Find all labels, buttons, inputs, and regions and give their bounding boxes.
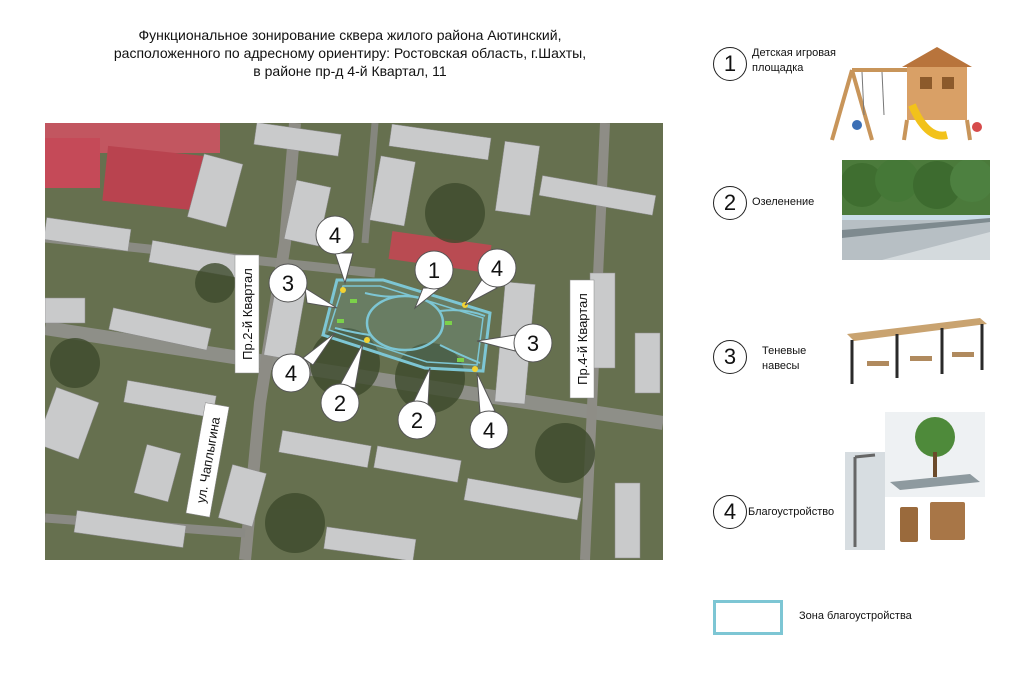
road bbox=[361, 123, 379, 244]
legend-number-2: 2 bbox=[713, 186, 747, 220]
title-line-2: расположенного по адресному ориентиру: Р… bbox=[113, 45, 587, 61]
legend-label-line: площадка bbox=[752, 62, 804, 74]
legend-number-1: 1 bbox=[713, 47, 747, 81]
building bbox=[108, 307, 212, 351]
marker-label: 1 bbox=[428, 258, 440, 283]
marker-label: 3 bbox=[527, 331, 539, 356]
marker-label: 4 bbox=[329, 223, 341, 248]
building bbox=[373, 445, 462, 483]
tree-cluster bbox=[50, 338, 100, 388]
street-label-chaplygina: ул. Чаплыгина bbox=[185, 402, 230, 518]
street-name: Пр.2-й Квартал bbox=[240, 268, 255, 360]
street-name: Пр.4-й Квартал bbox=[575, 293, 590, 385]
building bbox=[187, 153, 244, 228]
legend-number-4: 4 bbox=[713, 495, 747, 529]
bench bbox=[457, 358, 464, 362]
central-circle bbox=[365, 294, 445, 352]
tree-cluster bbox=[195, 263, 235, 303]
satellite-map[interactable]: 1 4 4 3 3 bbox=[45, 123, 663, 560]
path bbox=[439, 309, 486, 317]
tree-cluster bbox=[395, 343, 465, 413]
building bbox=[45, 386, 100, 460]
marker-label: 2 bbox=[411, 408, 423, 433]
bench bbox=[337, 319, 344, 323]
building bbox=[278, 430, 372, 468]
marker-label: 4 bbox=[483, 418, 495, 443]
marker-2-bottom-mid: 2 bbox=[397, 367, 437, 440]
legend-label-line: навесы bbox=[762, 360, 800, 372]
callout-markers: 1 4 4 3 3 bbox=[268, 215, 553, 450]
map-title: Функциональное зонирование сквера жилого… bbox=[40, 26, 660, 80]
legend-label-line: Благоустройство bbox=[748, 506, 835, 518]
legend-number-3: 3 bbox=[713, 340, 747, 374]
marker-1-top: 1 bbox=[413, 250, 454, 310]
building bbox=[614, 482, 641, 559]
bench bbox=[445, 321, 452, 325]
building bbox=[323, 526, 417, 560]
marker-label: 4 bbox=[491, 256, 503, 281]
marker-3-right: 3 bbox=[476, 323, 553, 363]
building bbox=[463, 477, 582, 521]
tree-cluster bbox=[425, 183, 485, 243]
legend-label-line: Детская игровая bbox=[752, 47, 836, 59]
improvement-zone[interactable] bbox=[321, 278, 492, 373]
marker-4-bottom-right: 4 bbox=[469, 372, 509, 450]
building bbox=[494, 140, 540, 216]
legend-label-line: Теневые bbox=[762, 345, 807, 357]
marker-4-bottom-left: 4 bbox=[271, 332, 336, 393]
legend-label-1: Детская игровая площадка bbox=[752, 46, 836, 76]
greenery-picture bbox=[842, 160, 990, 260]
path bbox=[364, 292, 401, 298]
amenity-point bbox=[472, 366, 478, 372]
building bbox=[133, 444, 182, 503]
zone-inner-outline bbox=[328, 285, 484, 366]
marker-label: 4 bbox=[285, 361, 297, 386]
canopy-picture bbox=[842, 316, 990, 386]
building bbox=[253, 123, 342, 157]
playground-picture bbox=[822, 45, 990, 142]
zone-label: Зона благоустройства bbox=[799, 610, 912, 622]
legend-label-2: Озеленение bbox=[752, 195, 814, 210]
marker-label: 3 bbox=[282, 271, 294, 296]
map-canvas: 1 4 4 3 3 bbox=[45, 123, 663, 560]
legend-label-line: Озеленение bbox=[752, 196, 815, 208]
building bbox=[45, 217, 132, 252]
legend-label-4: Благоустройство bbox=[748, 505, 834, 520]
path bbox=[334, 327, 371, 336]
building bbox=[45, 297, 86, 324]
street-label-pr4: Пр.4-й Квартал bbox=[569, 279, 595, 399]
building bbox=[388, 123, 492, 161]
legend-label-3: Теневые навесы bbox=[762, 344, 806, 374]
amenities-picture bbox=[845, 412, 985, 550]
amenity-point bbox=[340, 287, 346, 293]
bench bbox=[350, 299, 357, 303]
building bbox=[369, 155, 416, 227]
building bbox=[634, 332, 661, 394]
building bbox=[218, 464, 267, 528]
title-line-1: Функциональное зонирование сквера жилого… bbox=[138, 27, 562, 43]
marker-3-left: 3 bbox=[268, 263, 338, 309]
marker-2-bottom-left: 2 bbox=[320, 342, 364, 423]
path bbox=[439, 344, 481, 364]
tree-cluster bbox=[535, 423, 595, 483]
marker-label: 2 bbox=[334, 391, 346, 416]
zone-swatch bbox=[713, 600, 783, 635]
street-label-pr2: Пр.2-й Квартал bbox=[234, 254, 260, 374]
title-line-3: в районе пр-д 4-й Квартал, 11 bbox=[253, 63, 447, 79]
marker-4-top-left: 4 bbox=[315, 215, 355, 285]
building bbox=[45, 138, 100, 188]
building bbox=[73, 510, 187, 548]
marker-4-top-right: 4 bbox=[464, 248, 517, 306]
building bbox=[538, 175, 657, 216]
amenity-point bbox=[364, 337, 370, 343]
building bbox=[102, 145, 208, 212]
tree-cluster bbox=[265, 493, 325, 553]
